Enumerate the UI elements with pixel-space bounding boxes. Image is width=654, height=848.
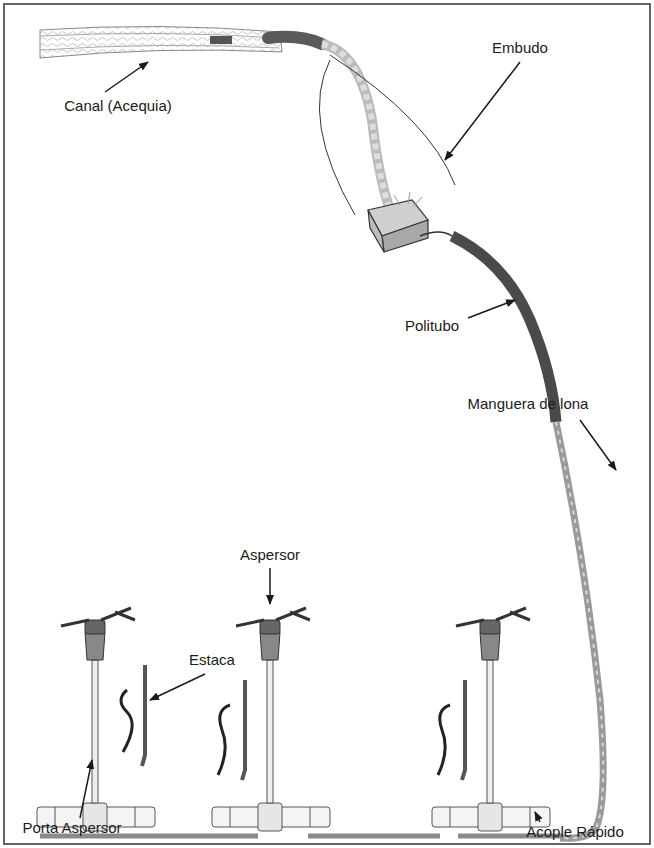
part-label: Embudo bbox=[492, 39, 548, 56]
canvas-hose bbox=[556, 422, 603, 838]
politubo bbox=[452, 236, 556, 422]
part-label: Porta Aspersor bbox=[22, 819, 121, 836]
part-label: Aspersor bbox=[240, 546, 300, 563]
funnel bbox=[368, 192, 452, 252]
canal bbox=[40, 26, 282, 58]
part-label: Politubo bbox=[405, 317, 459, 334]
part-label: Canal (Acequia) bbox=[64, 97, 172, 114]
siphon-tube bbox=[268, 37, 322, 44]
part-label: Acople Rápido bbox=[526, 823, 624, 840]
leader-lines bbox=[80, 62, 616, 822]
sprinkler-units bbox=[37, 608, 550, 831]
siphon-tube bbox=[322, 44, 395, 222]
part-label: Estaca bbox=[189, 651, 235, 668]
part-label: Manguera de lona bbox=[468, 395, 589, 412]
tube-end bbox=[210, 36, 232, 44]
